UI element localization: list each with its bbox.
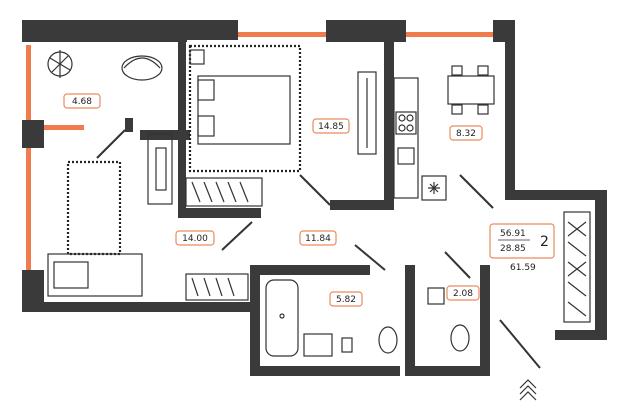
toilet-icon [378, 326, 398, 354]
room-label-corner: 4.68 [63, 93, 101, 109]
stove-icon [395, 111, 417, 135]
sofa [47, 253, 143, 297]
fridge-icon [421, 175, 447, 201]
area-bathroom: 5.82 [336, 295, 356, 305]
desk [147, 133, 173, 205]
total-area-value: 61.59 [510, 263, 536, 273]
area-wc: 2.08 [453, 289, 473, 299]
kitchen-area-value: 28.85 [500, 244, 526, 254]
plant-icon [47, 50, 73, 78]
room-label-kitchen: 8.32 [449, 125, 483, 141]
area-corner: 4.68 [72, 97, 92, 107]
doors [96, 129, 541, 369]
walls [22, 20, 607, 376]
storage-rack [563, 211, 591, 323]
room-label-hall: 11.84 [299, 230, 337, 246]
room-label-bedroom: 14.85 [312, 118, 350, 134]
bed [197, 75, 291, 145]
entrance-chevrons-icon [519, 379, 537, 401]
area-summary: 56.91 28.85 2 61.59 [489, 223, 555, 273]
living-area-value: 56.91 [500, 229, 526, 239]
bathtub [265, 279, 299, 357]
area-bedroom: 14.85 [318, 122, 344, 132]
bath-sink [303, 333, 333, 357]
area-hall: 11.84 [305, 234, 331, 244]
dining-table [447, 75, 495, 105]
nightstand [189, 49, 205, 65]
room-label-bathroom: 5.82 [329, 291, 363, 307]
room-label-living: 14.00 [175, 230, 215, 246]
wardrobe [185, 177, 263, 207]
armchair [121, 55, 163, 81]
area-kitchen: 8.32 [456, 129, 476, 139]
windows [26, 32, 493, 270]
furniture [47, 44, 591, 357]
kitchen-counter [393, 77, 419, 199]
hall-wardrobe [185, 273, 249, 301]
room-count: 2 [540, 234, 549, 250]
wc-toilet-icon [450, 324, 470, 352]
sink-icon [397, 147, 415, 165]
room-label-wc: 2.08 [446, 285, 480, 301]
area-living: 14.00 [182, 234, 208, 244]
